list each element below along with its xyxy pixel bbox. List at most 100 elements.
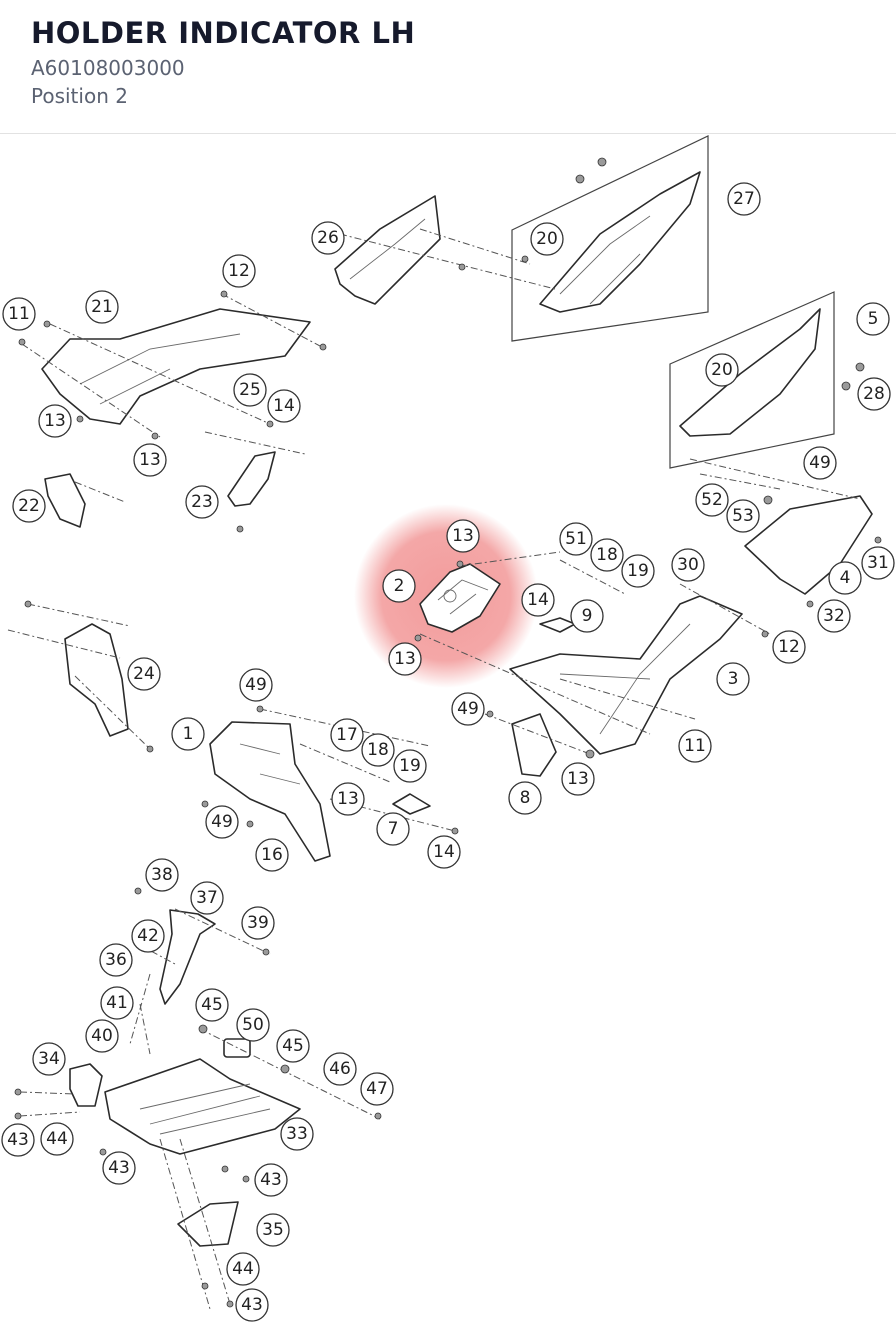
callout-5[interactable]: 5	[856, 302, 890, 336]
svg-text:41: 41	[106, 993, 128, 1013]
callout-35[interactable]: 35	[256, 1213, 290, 1247]
svg-text:26: 26	[317, 228, 339, 248]
svg-text:34: 34	[38, 1049, 60, 1069]
svg-text:19: 19	[399, 756, 421, 776]
callout-52[interactable]: 52	[695, 483, 729, 517]
callout-49[interactable]: 49	[803, 446, 837, 480]
svg-text:46: 46	[329, 1059, 351, 1079]
svg-text:8: 8	[520, 788, 531, 808]
callout-11b[interactable]: 11	[678, 729, 712, 763]
callout-9[interactable]: 9	[570, 599, 604, 633]
callout-49d[interactable]: 49	[205, 805, 239, 839]
callout-49b[interactable]: 49	[239, 668, 273, 702]
callout-20[interactable]: 20	[530, 222, 564, 256]
callout-32[interactable]: 32	[817, 599, 851, 633]
svg-text:30: 30	[677, 555, 699, 575]
callout-50[interactable]: 50	[236, 1008, 270, 1042]
callout-12b[interactable]: 12	[772, 630, 806, 664]
callout-17[interactable]: 17	[330, 718, 364, 752]
callout-46[interactable]: 46	[323, 1052, 357, 1086]
svg-text:32: 32	[823, 606, 845, 626]
svg-text:52: 52	[701, 490, 723, 510]
callout-53[interactable]: 53	[726, 499, 760, 533]
callout-19b[interactable]: 19	[393, 749, 427, 783]
callout-23[interactable]: 23	[185, 485, 219, 519]
callout-13b[interactable]: 13	[133, 443, 167, 477]
svg-text:43: 43	[260, 1170, 282, 1190]
callout-49c[interactable]: 49	[451, 692, 485, 726]
callout-47[interactable]: 47	[360, 1072, 394, 1106]
callout-41[interactable]: 41	[100, 986, 134, 1020]
callout-30[interactable]: 30	[671, 548, 705, 582]
callout-2-highlighted[interactable]: 2	[382, 569, 416, 603]
svg-text:31: 31	[867, 553, 889, 573]
callout-19[interactable]: 19	[621, 554, 655, 588]
callout-25[interactable]: 25	[233, 373, 267, 407]
callout-7[interactable]: 7	[376, 812, 410, 846]
callout-1[interactable]: 1	[171, 717, 205, 751]
svg-text:49: 49	[457, 699, 479, 719]
callout-33[interactable]: 33	[280, 1117, 314, 1151]
callout-13c[interactable]: 13	[561, 762, 595, 796]
svg-text:18: 18	[367, 740, 389, 760]
callout-3[interactable]: 3	[716, 662, 750, 696]
callout-42[interactable]: 42	[131, 919, 165, 953]
callout-40[interactable]: 40	[85, 1019, 119, 1053]
svg-text:14: 14	[527, 590, 549, 610]
exploded-parts-diagram: 27 26 20 12 11 21 5 20 28 25 14 13 13 49…	[1, 135, 895, 1322]
svg-text:47: 47	[366, 1079, 388, 1099]
callout-43d[interactable]: 43	[235, 1288, 269, 1322]
callout-37[interactable]: 37	[190, 881, 224, 915]
callout-45b[interactable]: 45	[276, 1029, 310, 1063]
svg-text:16: 16	[261, 845, 283, 865]
callout-4[interactable]: 4	[828, 561, 862, 595]
svg-text:13: 13	[337, 789, 359, 809]
svg-text:40: 40	[91, 1026, 113, 1046]
callout-43b[interactable]: 43	[102, 1151, 136, 1185]
svg-text:42: 42	[137, 926, 159, 946]
callout-16[interactable]: 16	[255, 838, 289, 872]
callout-13d[interactable]: 13	[331, 782, 365, 816]
callout-14[interactable]: 14	[267, 389, 301, 423]
svg-text:38: 38	[151, 865, 173, 885]
svg-text:13: 13	[394, 649, 416, 669]
callout-24[interactable]: 24	[127, 657, 161, 691]
callout-18b[interactable]: 18	[361, 733, 395, 767]
callout-13-highlight-top[interactable]: 13	[446, 519, 480, 553]
callout-44[interactable]: 44	[40, 1122, 74, 1156]
callout-21[interactable]: 21	[85, 290, 119, 324]
callout-12[interactable]: 12	[222, 254, 256, 288]
callout-28[interactable]: 28	[857, 377, 891, 411]
svg-text:3: 3	[728, 669, 739, 689]
svg-text:13: 13	[567, 769, 589, 789]
callout-43c[interactable]: 43	[254, 1163, 288, 1197]
callout-13[interactable]: 13	[38, 404, 72, 438]
svg-text:21: 21	[91, 297, 113, 317]
callout-45[interactable]: 45	[195, 988, 229, 1022]
callout-38[interactable]: 38	[145, 858, 179, 892]
callout-39[interactable]: 39	[241, 906, 275, 940]
svg-text:2: 2	[394, 576, 405, 596]
callout-27[interactable]: 27	[727, 182, 761, 216]
callout-11[interactable]: 11	[2, 297, 36, 331]
callout-43[interactable]: 43	[1, 1123, 35, 1157]
callout-31[interactable]: 31	[861, 546, 895, 580]
svg-text:13: 13	[139, 450, 161, 470]
callout-34[interactable]: 34	[32, 1042, 66, 1076]
callout-18[interactable]: 18	[590, 538, 624, 572]
svg-text:28: 28	[863, 384, 885, 404]
callout-36[interactable]: 36	[99, 943, 133, 977]
svg-text:7: 7	[388, 819, 399, 839]
callout-26[interactable]: 26	[311, 221, 345, 255]
callout-51[interactable]: 51	[559, 522, 593, 556]
callout-8[interactable]: 8	[508, 781, 542, 815]
callout-20b[interactable]: 20	[705, 353, 739, 387]
callout-14c[interactable]: 14	[427, 835, 461, 869]
callout-22[interactable]: 22	[12, 489, 46, 523]
svg-text:12: 12	[778, 637, 800, 657]
callout-13-highlight-bottom[interactable]: 13	[388, 642, 422, 676]
svg-text:19: 19	[627, 561, 649, 581]
svg-text:53: 53	[732, 506, 754, 526]
callout-14b[interactable]: 14	[521, 583, 555, 617]
callout-44b[interactable]: 44	[226, 1252, 260, 1286]
